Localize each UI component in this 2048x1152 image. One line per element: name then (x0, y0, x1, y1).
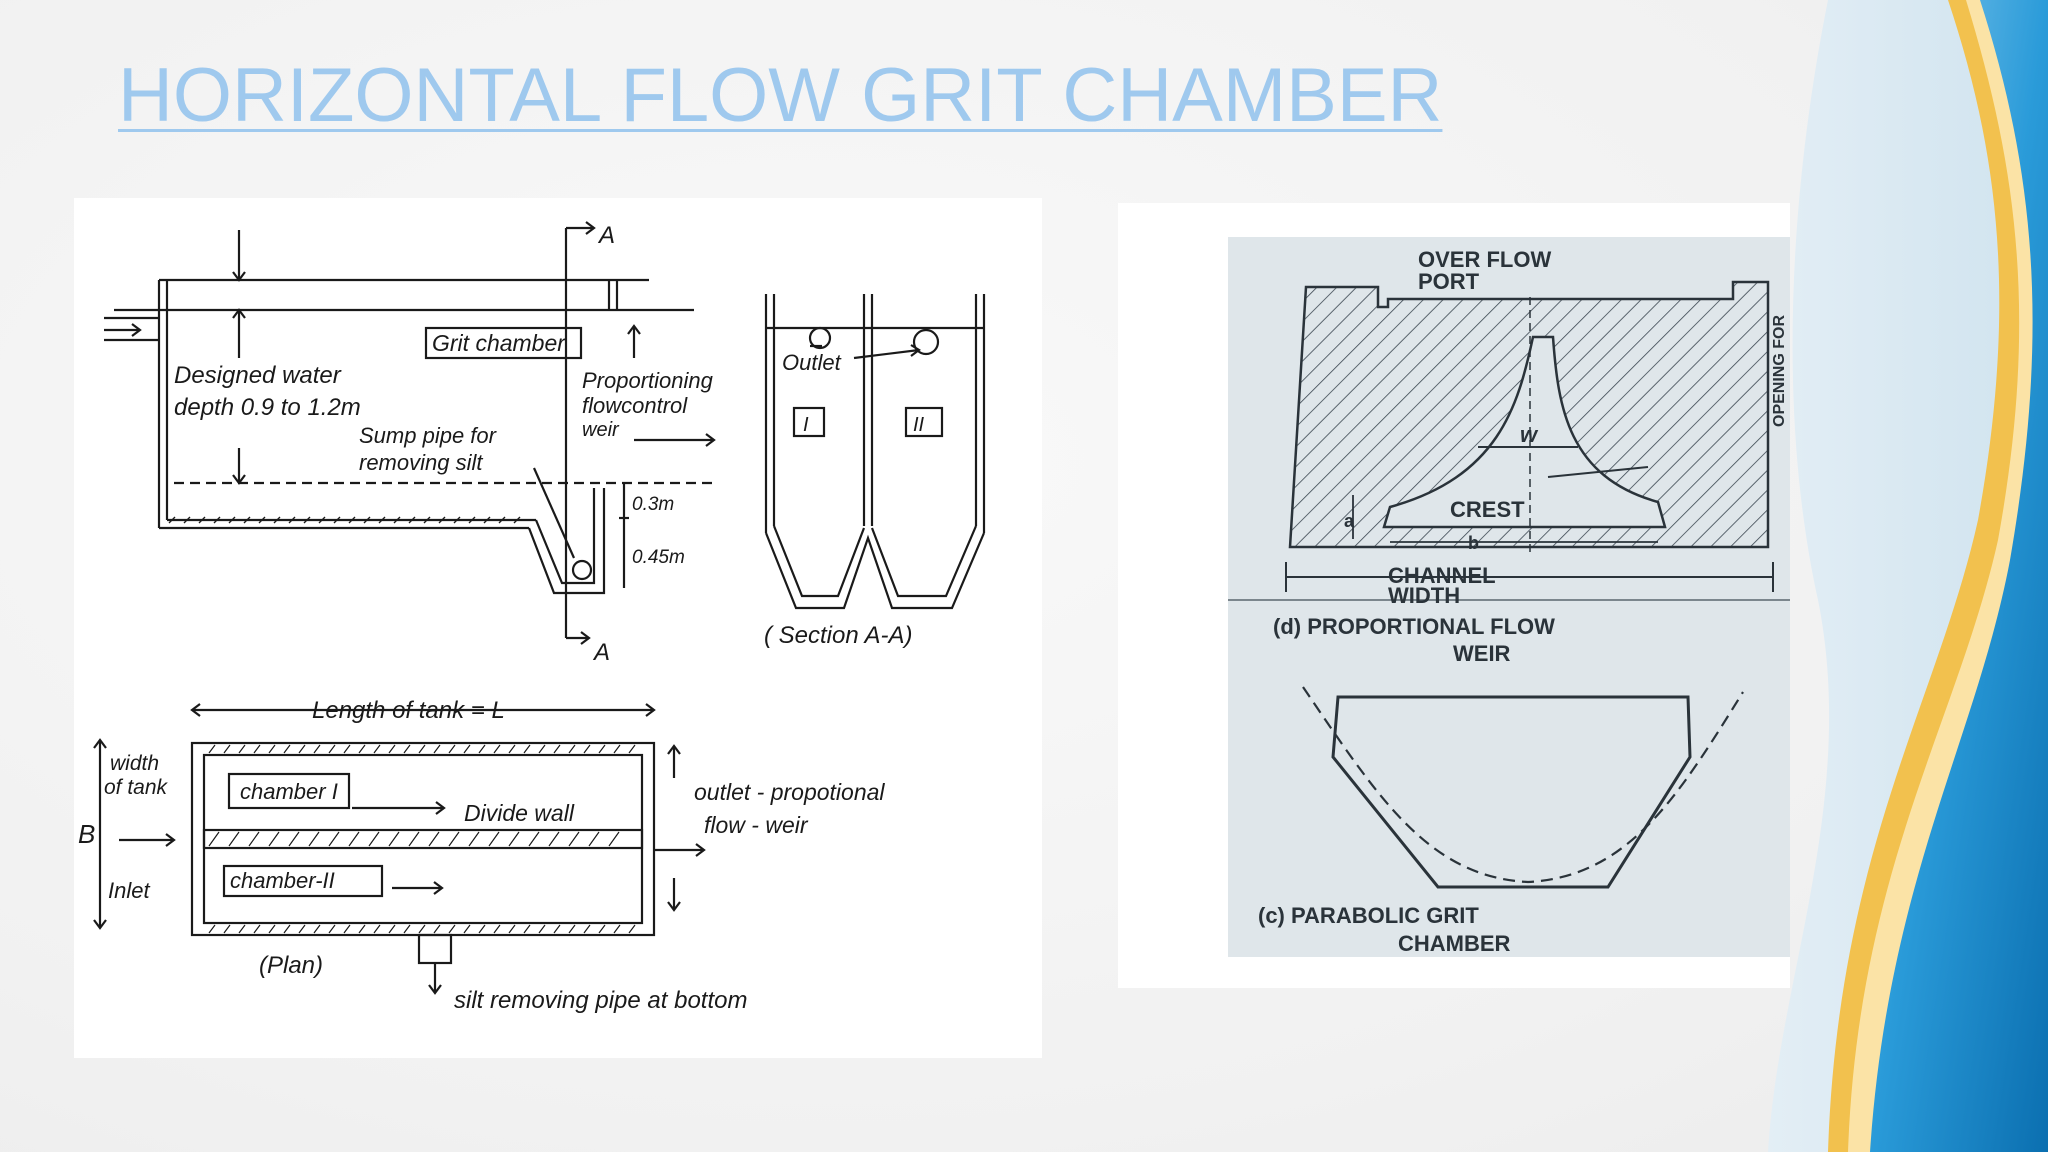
proportioning-label-1: Proportioning (582, 368, 714, 393)
designed-water-label-2: depth 0.9 to 1.2m (174, 394, 361, 421)
grit-chamber-sketch: A A Grit chamber Designed water depth 0.… (78, 221, 986, 1014)
crest-height-label: a (1344, 511, 1355, 531)
outlet-weir-label-1: outlet - propotional (694, 779, 885, 805)
chamber-i-mark: I (803, 414, 809, 436)
caption-c-line-1: (c) PARABOLIC GRIT (1258, 903, 1479, 928)
chamber-ii-mark: II (913, 414, 925, 436)
overflow-port-label-1: OVER FLOW (1418, 247, 1551, 272)
scan-panel: OVER FLOW PORT w a b CREST CHANNEL WIDTH… (1118, 203, 1790, 988)
proportioning-label-3: weir (582, 419, 620, 441)
tank-width-label-2: of tank (104, 776, 169, 799)
dim-0-45m: 0.45m (632, 547, 685, 568)
opening-label: OPENING FOR (1771, 315, 1788, 427)
decorative-wave (1768, 0, 2048, 1152)
outlet-weir-label-2: flow - weir (704, 812, 809, 838)
dim-0-3m: 0.3m (632, 494, 674, 515)
channel-width-label-2: WIDTH (1388, 583, 1460, 608)
divide-wall-label: Divide wall (464, 800, 575, 826)
overflow-port-label-2: PORT (1418, 269, 1480, 294)
chamber-ii-label: chamber-II (230, 868, 335, 893)
scanned-figure: OVER FLOW PORT w a b CREST CHANNEL WIDTH… (1228, 237, 1790, 957)
channel-width-label-1: CHANNEL (1388, 563, 1496, 588)
chamber-i-label: chamber I (240, 779, 338, 804)
outlet-label: Outlet (782, 350, 842, 375)
proportioning-label-2: flowcontrol (582, 393, 688, 418)
caption-d-line-2: WEIR (1453, 641, 1511, 666)
caption-d-line-1: (d) PROPORTIONAL FLOW (1273, 614, 1555, 639)
caption-c-line-2: CHAMBER (1398, 931, 1511, 956)
sump-label-2: removing silt (359, 450, 483, 475)
plan-label: (Plan) (259, 952, 323, 979)
inlet-label: Inlet (108, 878, 150, 903)
crest-label: CREST (1450, 497, 1525, 522)
width-b-label: B (78, 819, 95, 849)
weir-diagram: OVER FLOW PORT w a b CREST CHANNEL WIDTH… (1228, 247, 1790, 956)
hand-sketch-panel: A A Grit chamber Designed water depth 0.… (74, 198, 1042, 1058)
tank-width-label-1: width (110, 752, 159, 775)
notch-width-label: w (1520, 422, 1539, 447)
grit-chamber-label: Grit chamber (432, 330, 566, 356)
designed-water-label-1: Designed water (174, 362, 342, 389)
tank-length-label: Length of tank = L (312, 697, 505, 724)
sump-label-1: Sump pipe for (359, 423, 498, 448)
silt-pipe-label: silt removing pipe at bottom (454, 987, 747, 1014)
section-a-bottom-label: A (592, 639, 610, 666)
section-aa-label: ( Section A-A) (764, 622, 913, 649)
section-a-top-label: A (597, 222, 615, 249)
slide-title: HORIZONTAL FLOW GRIT CHAMBER (118, 53, 1443, 138)
crest-width-label: b (1468, 533, 1479, 553)
